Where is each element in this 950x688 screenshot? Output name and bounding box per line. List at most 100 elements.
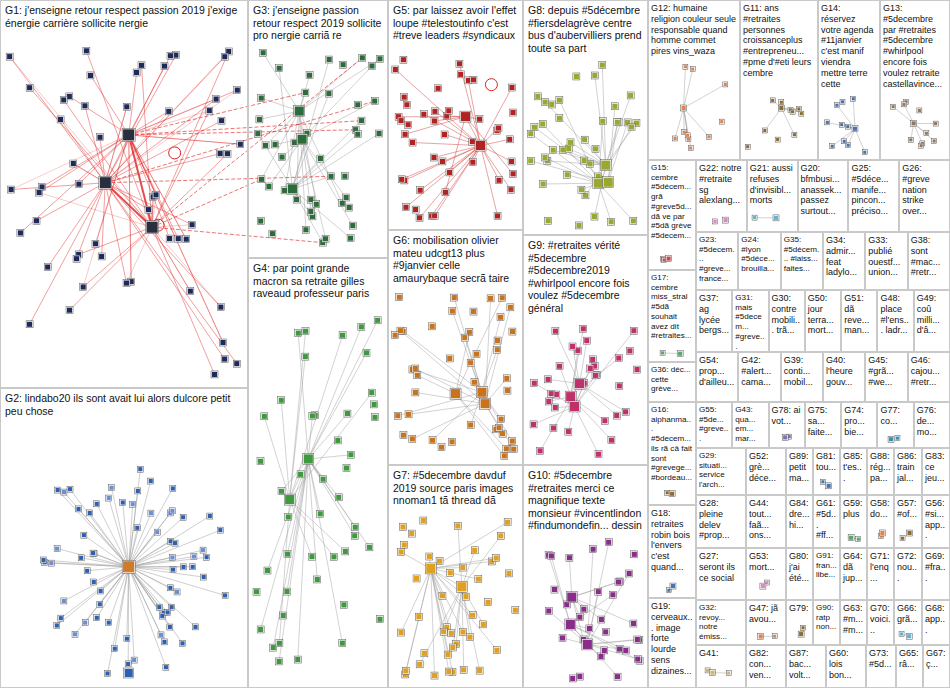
network-edge bbox=[152, 227, 214, 374]
vertex-outline bbox=[376, 55, 383, 62]
vertex-outline bbox=[36, 189, 43, 196]
vertex-outline bbox=[581, 157, 588, 164]
network-vertex bbox=[431, 155, 437, 161]
vertex-outline bbox=[83, 47, 90, 54]
network-vertex bbox=[398, 549, 404, 555]
vertex-outline bbox=[530, 421, 537, 428]
network-edge bbox=[684, 108, 709, 137]
vertex-outline bbox=[512, 607, 519, 614]
group-label: G85: t'es... bbox=[841, 449, 866, 485]
network-vertex bbox=[218, 304, 224, 310]
vertex-outline bbox=[906, 633, 912, 639]
network-vertex bbox=[340, 332, 346, 338]
network-vertex bbox=[339, 640, 345, 646]
vertex-outline bbox=[354, 101, 361, 108]
network-vertex bbox=[586, 625, 592, 631]
group-label: G18: retraites robin bois l'envers c'est… bbox=[649, 506, 695, 575]
network-vertex bbox=[439, 444, 445, 450]
group-panel: G7: #5decembre davduf 2019 source paris … bbox=[388, 465, 523, 688]
vertex-outline bbox=[175, 235, 182, 242]
network-edge bbox=[587, 542, 608, 644]
network-vertex bbox=[623, 647, 629, 653]
network-vertex bbox=[45, 264, 51, 270]
network-vertex bbox=[294, 106, 304, 116]
vertex-outline bbox=[595, 588, 602, 595]
network-vertex bbox=[206, 108, 212, 114]
network-vertex bbox=[626, 570, 632, 576]
network-vertex bbox=[442, 189, 448, 195]
group-panel: G16: aiphanma... #5decem... ils rã câ fa… bbox=[648, 402, 696, 505]
network-vertex bbox=[342, 548, 348, 554]
vertex-outline bbox=[634, 636, 641, 643]
network-vertex bbox=[902, 102, 906, 106]
vertex-outline bbox=[542, 154, 549, 161]
group-label: G15: cembre #5décem... grã #greve5d... d… bbox=[649, 161, 695, 243]
vertex-outline bbox=[542, 99, 549, 106]
network-edge bbox=[129, 567, 183, 644]
network-edge bbox=[482, 350, 497, 392]
vertex-outline bbox=[394, 412, 401, 419]
network-edge bbox=[587, 573, 629, 644]
network-vertex bbox=[686, 133, 690, 137]
network-vertex bbox=[27, 321, 33, 327]
network-vertex bbox=[566, 555, 572, 561]
network-edge bbox=[10, 57, 152, 228]
vertex-outline bbox=[308, 553, 315, 560]
group-panel: G24: #lyon #5déce... brouilla... bbox=[738, 232, 780, 290]
vertex-outline bbox=[167, 624, 173, 630]
group-panel: G61: #5d... #ff... bbox=[813, 495, 840, 548]
network-vertex bbox=[343, 465, 349, 471]
network-vertex bbox=[163, 665, 168, 670]
vertex-outline bbox=[278, 488, 285, 495]
network-vertex bbox=[67, 307, 73, 313]
network-vertex bbox=[442, 131, 448, 137]
network-edge bbox=[431, 522, 508, 568]
network-vertex bbox=[145, 207, 151, 213]
network-edge bbox=[129, 130, 356, 135]
network-vertex bbox=[665, 491, 669, 495]
network-vertex bbox=[603, 629, 609, 635]
group-label: G48: place #l'ens... ladr... bbox=[878, 291, 912, 338]
vertex-outline bbox=[258, 176, 265, 183]
group-label: G13: #5decembre par #retraites #5decembr… bbox=[881, 1, 949, 91]
network-vertex bbox=[628, 92, 634, 98]
network-edge bbox=[543, 124, 599, 183]
network-vertex bbox=[546, 608, 552, 614]
group-panel: G52: grè... déce... bbox=[746, 448, 786, 495]
network-vertex bbox=[634, 367, 640, 373]
vertex-outline bbox=[580, 606, 587, 613]
group-label: G91: fran... libe... bbox=[814, 549, 839, 582]
network-edge bbox=[292, 134, 379, 189]
network-vertex bbox=[135, 525, 140, 530]
network-edge bbox=[100, 137, 105, 183]
vertex-outline bbox=[75, 506, 81, 512]
network-vertex bbox=[576, 222, 582, 228]
network-edge bbox=[129, 135, 241, 144]
group-label: G31: mais #5decem... #greve... bbox=[733, 291, 767, 353]
vertex-outline bbox=[237, 141, 244, 148]
vertex-outline bbox=[120, 500, 126, 506]
group-label: G65: râ... bbox=[897, 646, 922, 672]
group-panel: G8: depuis #5décembre #fiersdelagrève ce… bbox=[523, 0, 648, 235]
vertex-outline bbox=[133, 69, 140, 76]
vertex-outline bbox=[501, 452, 508, 459]
network-vertex bbox=[162, 639, 167, 644]
network-vertex bbox=[317, 511, 323, 517]
network-edge bbox=[69, 96, 128, 134]
vertex-outline bbox=[314, 576, 321, 583]
network-vertex bbox=[683, 65, 687, 69]
vertex-outline bbox=[123, 280, 130, 287]
group-panel: G47: jã avou... bbox=[746, 600, 786, 645]
network-vertex bbox=[234, 361, 240, 367]
vertex-outline bbox=[576, 673, 583, 680]
vertex-outline bbox=[471, 547, 478, 554]
network-vertex bbox=[371, 401, 377, 407]
network-vertex bbox=[598, 653, 604, 659]
network-vertex bbox=[681, 105, 686, 110]
network-edge bbox=[292, 189, 350, 238]
network-vertex bbox=[435, 85, 441, 91]
vertex-outline bbox=[302, 226, 309, 233]
group-panel: G14: réservez votre agenda #11janvier c'… bbox=[818, 0, 880, 160]
network-vertex bbox=[266, 183, 272, 189]
group-panel: G36: déc... cette grève... bbox=[648, 362, 696, 402]
